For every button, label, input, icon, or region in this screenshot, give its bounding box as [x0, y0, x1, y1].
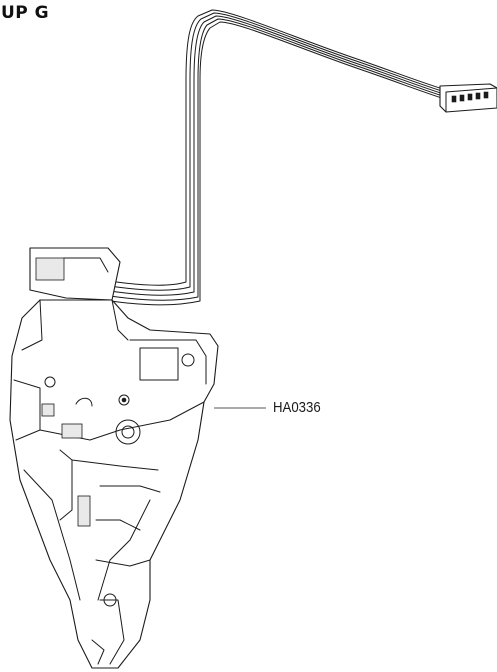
sensor-housing	[9, 247, 219, 669]
group-title: OUP G	[0, 3, 50, 23]
part-number-label: HA0336	[273, 399, 321, 416]
ribbon-cable	[46, 9, 455, 306]
cable-connector	[439, 83, 497, 113]
